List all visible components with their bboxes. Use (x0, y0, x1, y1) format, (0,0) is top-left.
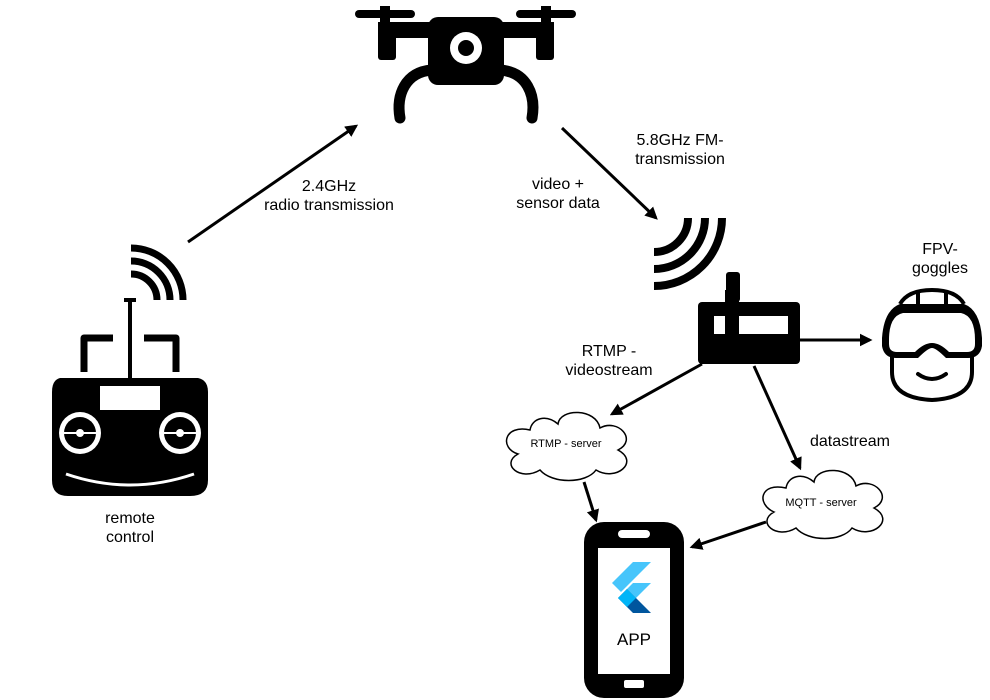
label-line: radio transmission (264, 197, 394, 214)
label-mqtt-server: MQTT - server (785, 497, 857, 509)
arrow-drone-to-receiver (560, 126, 658, 220)
remote-control-icon (52, 298, 208, 496)
label-line: videostream (565, 362, 653, 379)
arrow-rtmp-to-app (582, 481, 599, 523)
arrow-remote-to-drone (187, 124, 359, 244)
label-datastream: datastream (809, 433, 891, 450)
label-line: control (105, 529, 155, 546)
arrow-receiver-to-rtmp (609, 362, 703, 416)
label-line: sensor data (516, 195, 600, 212)
receiver-waves-icon (653, 217, 726, 290)
flutter-logo-icon (612, 562, 651, 613)
label-line: video + (531, 176, 585, 193)
label-video-sensor: video + sensor data (506, 175, 610, 213)
label-remote-control: remote control (90, 509, 170, 547)
label-fm-transmission: 5.8GHz FM- transmission (620, 131, 740, 169)
label-line: 5.8GHz FM- (636, 132, 724, 149)
radio-waves-icon (130, 244, 187, 301)
label-line: FPV- (922, 241, 958, 258)
cloud-icon (505, 411, 628, 482)
label-rtmp-videostream: RTMP - videostream (556, 342, 662, 380)
label-fpv-goggles: FPV- goggles (902, 240, 978, 278)
label-radio-transmission: 2.4GHz radio transmission (252, 177, 406, 215)
label-rtmp-server: RTMP - server (530, 438, 602, 450)
receiver-icon (698, 272, 800, 364)
cloud-icon (762, 469, 884, 540)
label-line: goggles (911, 260, 969, 277)
arrow-receiver-to-mqtt (752, 365, 802, 471)
arrow-mqtt-to-app (689, 520, 767, 550)
drone-icon (355, 6, 576, 124)
label-app: APP (616, 630, 652, 649)
label-line: transmission (635, 151, 725, 168)
label-line: RTMP - (581, 343, 637, 360)
label-line: 2.4GHz (301, 178, 357, 195)
label-line: remote (105, 510, 155, 527)
vr-goggles-icon (882, 287, 982, 403)
connectors (187, 124, 873, 550)
